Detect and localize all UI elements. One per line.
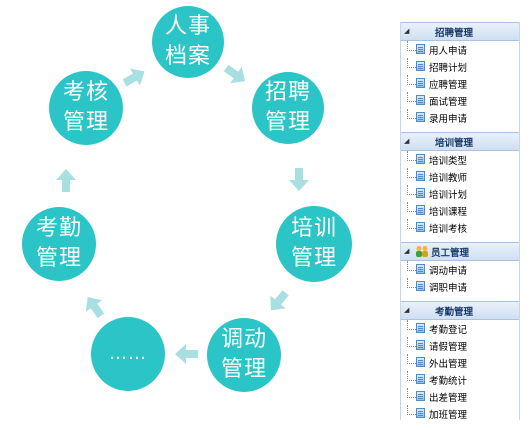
menu-item-overtime-management[interactable]: 加班管理	[401, 405, 519, 420]
menu-item-training-course[interactable]: 培训课程	[401, 202, 519, 219]
menu-group-title: 考勤管理	[435, 307, 474, 318]
menu-item-leave-management[interactable]: 请假管理	[401, 337, 519, 354]
document-icon	[416, 323, 425, 333]
menu-item-attendance-register[interactable]: 考勤登记	[401, 320, 519, 337]
menu-item-training-type[interactable]: 培训类型	[401, 151, 519, 168]
node-label: 考勤 管理	[35, 216, 82, 271]
document-icon	[416, 264, 425, 274]
document-icon	[416, 61, 425, 71]
cycle-node-attendance: 考勤 管理	[22, 207, 96, 281]
document-icon	[416, 188, 425, 198]
menu-group-header[interactable]: ◢ 招聘管理	[401, 22, 519, 41]
menu-group-header[interactable]: ◢ 考勤管理	[401, 301, 519, 320]
document-icon	[416, 281, 425, 291]
document-icon	[416, 391, 425, 401]
menu-group-header[interactable]: ◢ 培训管理	[401, 132, 519, 151]
menu-item-interview-management[interactable]: 面试管理	[401, 92, 519, 109]
cycle-node-assessment: 考核 管理	[49, 71, 123, 145]
cycle-node-transfer: 调动 管理	[207, 318, 281, 392]
menu-group-attendance: ◢ 考勤管理 考勤登记 请假管理 外出管理 考勤统计 出差管理 加班管理	[401, 301, 519, 420]
cycle-node-more: ……	[91, 317, 165, 391]
menu-item-recruitment-plan[interactable]: 招聘计划	[401, 58, 519, 75]
document-icon	[416, 78, 425, 88]
document-icon	[416, 205, 425, 215]
menu-group-title: 员工管理	[431, 248, 470, 259]
hr-cycle-diagram: 人事 档案 招聘 管理 培训 管理 调动 管理 …… 考勤 管理 考核 管理	[22, 6, 352, 392]
document-icon	[416, 95, 425, 105]
menu-group-title: 招聘管理	[435, 28, 474, 39]
cycle-node-personnel-archive: 人事 档案	[152, 6, 224, 78]
menu-group-recruitment: ◢ 招聘管理 用人申请 招聘计划 应聘管理 面试管理 录用申请	[401, 22, 519, 126]
document-icon	[416, 222, 425, 232]
menu-item-training-teacher[interactable]: 培训教师	[401, 168, 519, 185]
menu-group-employee: ◢ 员工管理 调动申请 调职申请	[401, 242, 519, 295]
document-icon	[416, 408, 425, 418]
menu-item-transfer-application[interactable]: 调动申请	[401, 261, 519, 278]
node-label: 培训 管理	[290, 216, 337, 271]
node-label: ……	[109, 343, 147, 364]
users-icon	[415, 245, 428, 257]
menu-item-applicant-management[interactable]: 应聘管理	[401, 75, 519, 92]
menu-group-training: ◢ 培训管理 培训类型 培训教师 培训计划 培训课程 培训考核	[401, 132, 519, 236]
node-label: 调动 管理	[220, 327, 267, 382]
menu-item-attendance-statistics[interactable]: 考勤统计	[401, 371, 519, 388]
menu-item-training-plan[interactable]: 培训计划	[401, 185, 519, 202]
cycle-node-training: 培训 管理	[276, 206, 352, 282]
document-icon	[416, 44, 425, 54]
document-icon	[416, 112, 425, 122]
menu-item-hire-application[interactable]: 录用申请	[401, 109, 519, 126]
menu-item-outing-management[interactable]: 外出管理	[401, 354, 519, 371]
node-label: 考核 管理	[62, 80, 109, 135]
navigation-tree-menu: ◢ 招聘管理 用人申请 招聘计划 应聘管理 面试管理 录用申请 ◢ 培训管理 培…	[400, 22, 520, 420]
menu-item-training-assessment[interactable]: 培训考核	[401, 219, 519, 236]
document-icon	[416, 171, 425, 181]
menu-item-position-change-application[interactable]: 调职申请	[401, 278, 519, 295]
document-icon	[416, 357, 425, 367]
document-icon	[416, 154, 425, 164]
menu-item-business-trip-management[interactable]: 出差管理	[401, 388, 519, 405]
collapse-triangle-icon[interactable]: ◢	[404, 27, 410, 35]
node-label: 人事 档案	[164, 14, 211, 69]
menu-group-title: 培训管理	[435, 138, 474, 149]
collapse-triangle-icon[interactable]: ◢	[404, 137, 410, 145]
node-label: 招聘 管理	[264, 80, 311, 135]
document-icon	[416, 374, 425, 384]
cycle-node-recruitment: 招聘 管理	[252, 72, 324, 144]
document-icon	[416, 340, 425, 350]
menu-item-employment-application[interactable]: 用人申请	[401, 41, 519, 58]
collapse-triangle-icon[interactable]: ◢	[404, 247, 410, 255]
collapse-triangle-icon[interactable]: ◢	[404, 306, 410, 314]
menu-group-header[interactable]: ◢ 员工管理	[401, 242, 519, 261]
